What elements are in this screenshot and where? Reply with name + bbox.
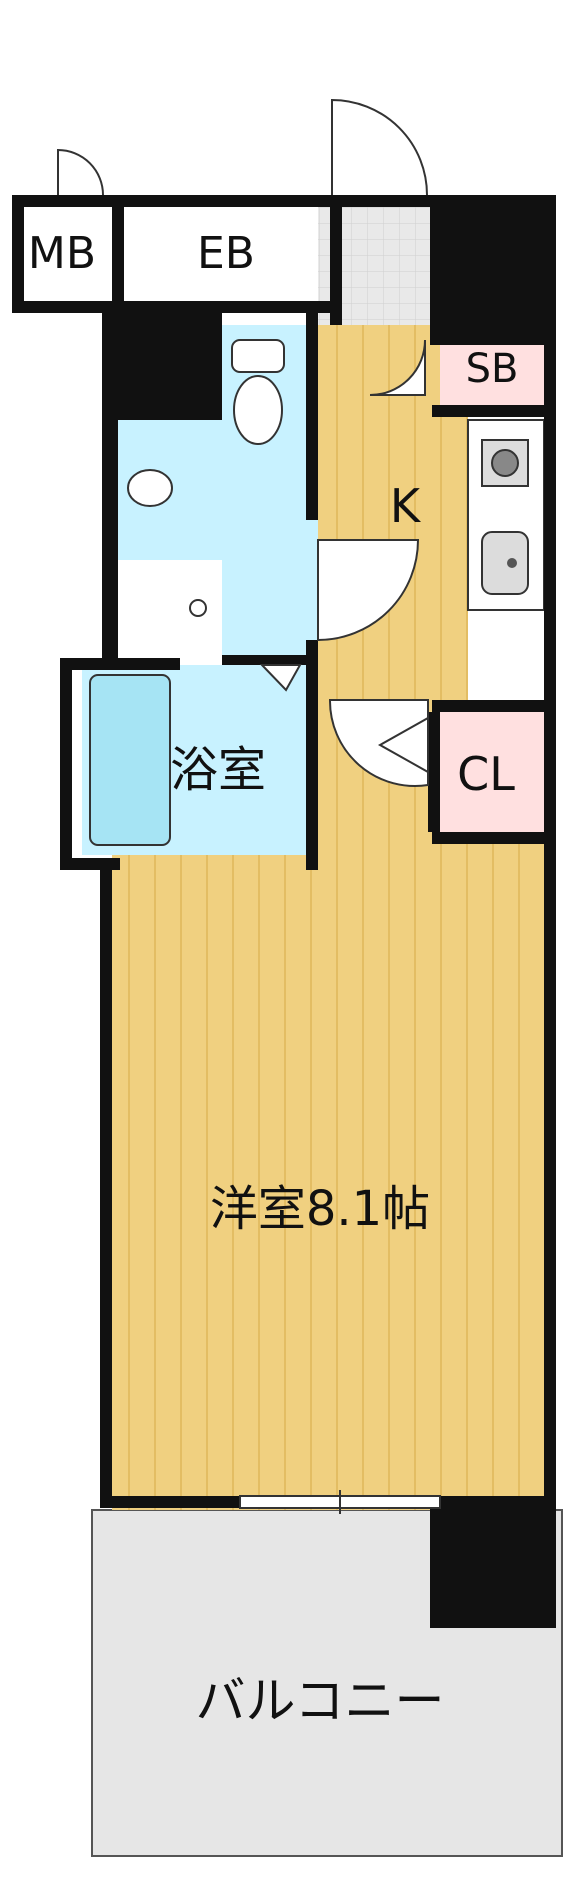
toilet-icon [233,375,283,445]
eb-label: EB [197,228,255,279]
stove-burner-icon [491,449,519,477]
balcony-label: バルコニー [196,1672,445,1730]
walls [12,195,556,1628]
closet [440,712,544,832]
sb-storage [440,340,544,405]
faucet-icon [507,558,517,568]
kitchen-label: K [390,479,422,533]
mb-label: MB [28,228,96,279]
sink-icon [481,531,529,595]
bath-label: 浴室 [170,742,266,798]
western-room-floor [112,818,544,1510]
sb-label: SB [466,346,519,392]
drain-icon [189,599,207,617]
doors [57,98,429,787]
washroom-mid [222,535,318,670]
western-room-label: 洋室8.1帖 [210,1181,430,1237]
closet-label: CL [457,747,515,801]
wash-basin-icon [127,469,173,507]
bathtub [89,674,171,846]
toilet-tank-icon [231,339,285,373]
